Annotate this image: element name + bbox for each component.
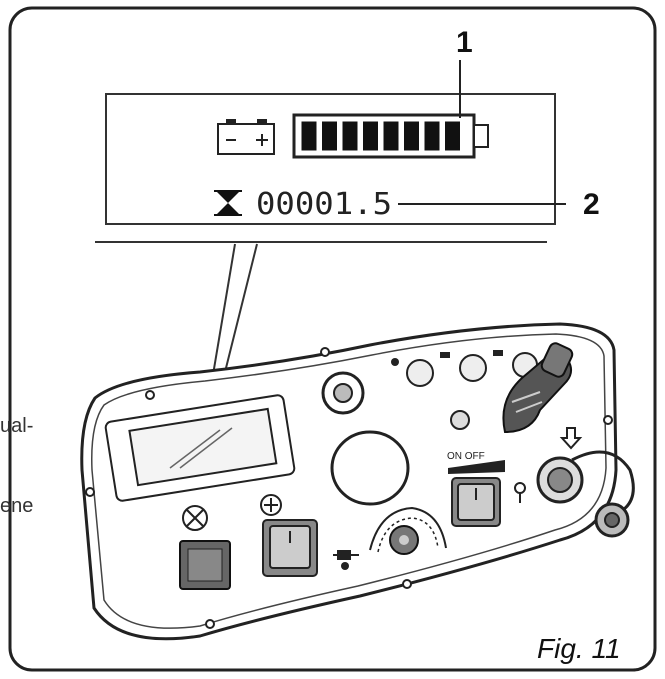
battery-bar (301, 121, 317, 151)
battery-bar (363, 121, 378, 151)
key-icon (514, 482, 526, 503)
battery-bars (301, 121, 460, 151)
figure-label: Fig. 11 (537, 633, 621, 664)
callout-1: 1 (456, 26, 473, 59)
battery-bar (322, 121, 337, 151)
engine-speed-icon (333, 550, 359, 570)
figure-frame (8, 6, 657, 672)
choke-lever (502, 342, 574, 434)
battery-bar (445, 121, 460, 151)
battery-icon (217, 119, 275, 155)
panel-screws (85, 347, 613, 629)
battery-bar (424, 121, 440, 151)
round-gauge-center (333, 383, 353, 403)
ignition-switch (536, 450, 635, 538)
panel-center-opening (330, 430, 410, 506)
warning-lamp (179, 540, 231, 590)
crossed-circle-icon (182, 505, 208, 531)
hour-counter-value: 00001.5 (256, 187, 392, 222)
down-arrow-icon (559, 427, 583, 450)
panel-lcd-display (104, 394, 296, 502)
hourglass-icon (214, 190, 242, 216)
battery-bar (383, 121, 399, 151)
throttle-dial (369, 506, 447, 555)
small-knob (450, 410, 470, 430)
onoff-rocker-switch (451, 477, 501, 527)
rocker-switch (262, 519, 318, 577)
battery-bar (342, 121, 358, 151)
cut-off-text-1: ual- (0, 415, 33, 437)
indicator-symbols (391, 350, 503, 366)
battery-bar (404, 121, 419, 151)
callout-2: 2 (583, 188, 600, 221)
cut-off-text-2: ene (0, 495, 33, 517)
battery-gauge-icon (292, 113, 489, 159)
onoff-wedge (448, 460, 505, 474)
onoff-label: ON OFF (447, 451, 485, 462)
control-panel-inner-edge (91, 333, 607, 629)
plus-circle-icon (260, 494, 282, 516)
